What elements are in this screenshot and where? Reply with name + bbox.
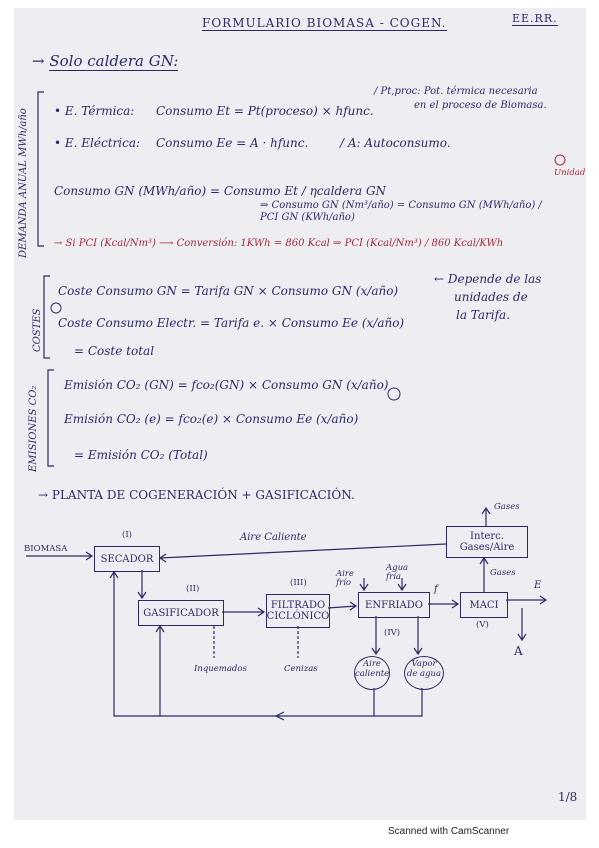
notebook-page: FORMULARIO BIOMASA - COGEN. EE.RR. → Sol… bbox=[14, 8, 586, 820]
secador-to-gasificador bbox=[137, 570, 147, 600]
diagram-connectors bbox=[26, 91, 566, 721]
bracket-costes bbox=[43, 275, 50, 359]
plus-marker-emisiones bbox=[387, 387, 401, 401]
agua-fria-label: Agua fría bbox=[386, 563, 409, 582]
filtrado-num: (III) bbox=[290, 578, 307, 588]
agua-fria-arrow bbox=[397, 578, 407, 592]
coste-total: = Coste total bbox=[74, 344, 155, 358]
emision-gn-line: Emisión CO₂ (GN) = fco₂(GN) × Consumo GN… bbox=[64, 378, 389, 392]
interc-gases-out bbox=[481, 506, 491, 526]
aire-caliente-label: Aire Caliente bbox=[240, 532, 307, 543]
costes-note-1: ← Depende de las bbox=[434, 272, 542, 286]
bracket-emisiones bbox=[47, 369, 54, 467]
e-electrica-formula: Consumo Ee = A · hfunc. bbox=[156, 136, 309, 150]
unidad-marker bbox=[554, 154, 566, 166]
emision-total: = Emisión CO₂ (Total) bbox=[74, 448, 208, 462]
interc-box: Interc.Gases/Aire bbox=[446, 526, 528, 558]
costes-note-2: unidades de bbox=[454, 290, 528, 304]
e-termica-note-1: / Pt,proc: Pot. térmica necesaria bbox=[374, 86, 538, 97]
unidad-note: Unidad bbox=[554, 168, 586, 178]
consumo-gn-lhs: Consumo GN (MWh/año) = Consumo Et / ηcal… bbox=[54, 184, 387, 198]
section-heading-planta: → PLANTA DE COGENERACIÓN + GASIFICACIÓN. bbox=[38, 488, 355, 502]
biomasa-input-label: BIOMASA bbox=[24, 544, 68, 554]
loop-vapor bbox=[374, 688, 423, 717]
gases-side-label: Gases bbox=[490, 568, 516, 578]
plus-marker-costes bbox=[50, 302, 62, 314]
scanner-watermark: Scanned with CamScanner bbox=[388, 826, 510, 837]
secador-box: SECADOR bbox=[94, 546, 160, 572]
inquemados-label: Inquemados bbox=[194, 664, 247, 674]
pci-conversion-line: → Si PCI (Kcal/Nm³) ⟶ Conversión: 1KWh =… bbox=[54, 238, 504, 249]
e-electrica-label: • E. Eléctrica: bbox=[54, 136, 141, 150]
emision-e-line: Emisión CO₂ (e) = fco₂(e) × Consumo Ee (… bbox=[64, 412, 359, 426]
gasificador-box: GASIFICADOR bbox=[138, 600, 224, 626]
recirculation-loop bbox=[109, 570, 375, 717]
f-label: f bbox=[434, 584, 438, 595]
e-termica-label: • E. Térmica: bbox=[54, 104, 135, 118]
enfriado-num: (IV) bbox=[384, 628, 401, 638]
gases-top-label: Gases bbox=[494, 502, 520, 512]
loop-to-gasificador bbox=[155, 624, 165, 716]
page-number: 1/8 bbox=[558, 790, 578, 804]
coste-gn-line: Coste Consumo GN = Tarifa GN × Consumo G… bbox=[58, 284, 399, 298]
aire-caliente-output: Aire caliente bbox=[354, 656, 390, 690]
subject-tag: EE.RR. bbox=[512, 12, 558, 26]
enfriado-box: ENFRIADO bbox=[358, 592, 430, 618]
section-heading-caldera: → Solo caldera GN: bbox=[32, 52, 179, 71]
enfriado-vapor-drop bbox=[413, 616, 423, 656]
a-output-label: A bbox=[514, 644, 523, 658]
maci-to-e bbox=[506, 595, 548, 605]
e-output-label: E bbox=[534, 580, 542, 591]
aire-caliente-return bbox=[158, 543, 447, 563]
e-electrica-note: / A: Autoconsumo. bbox=[340, 136, 451, 150]
maci-to-a bbox=[517, 608, 527, 642]
filtrado-to-enfriado bbox=[327, 601, 358, 611]
page-title: FORMULARIO BIOMASA - COGEN. bbox=[202, 16, 447, 31]
cenizas-label: Cenizas bbox=[284, 664, 318, 674]
vapor-agua-output: Vapor de agua bbox=[404, 656, 444, 690]
consumo-gn-rhs: ⇒ Consumo GN (Nm³/año) = Consumo GN (MWh… bbox=[260, 200, 542, 223]
e-termica-note-2: en el proceso de Biomasa. bbox=[414, 100, 547, 111]
bracket-caldera bbox=[37, 91, 44, 247]
costes-note-3: la Tarifa. bbox=[456, 308, 511, 322]
enfriado-aire-drop bbox=[371, 616, 381, 656]
aire-frio-label: Aire frío bbox=[336, 569, 354, 588]
enfriado-to-maci bbox=[428, 599, 460, 609]
e-termica-formula: Consumo Et = Pt(proceso) × hfunc. bbox=[156, 104, 374, 118]
coste-electr-line: Coste Consumo Electr. = Tarifa e. × Cons… bbox=[58, 316, 405, 330]
maci-num: (V) bbox=[476, 620, 489, 630]
maci-to-interc bbox=[479, 556, 489, 592]
biomasa-arrow bbox=[26, 551, 94, 561]
aire-frio-arrow bbox=[359, 578, 369, 592]
loop-arrow-mid bbox=[274, 711, 285, 721]
secador-num: (I) bbox=[122, 530, 132, 540]
gasificador-num: (II) bbox=[186, 584, 200, 594]
gasificador-to-filtrado bbox=[222, 607, 266, 617]
maci-box: MACI bbox=[460, 592, 508, 618]
